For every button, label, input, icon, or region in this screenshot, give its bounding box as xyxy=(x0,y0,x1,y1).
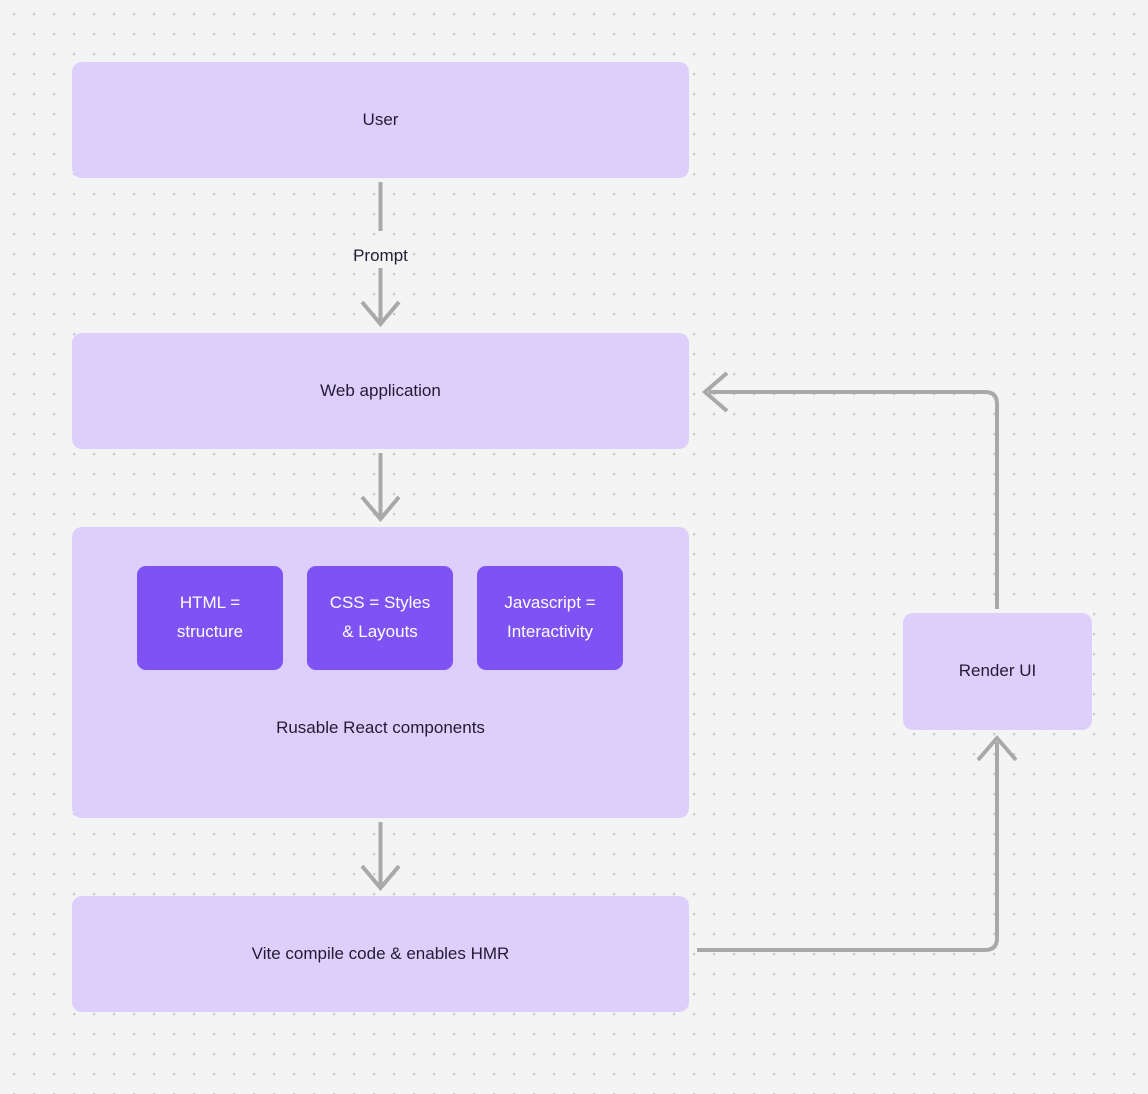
edge-webapp-to-components xyxy=(360,453,401,523)
chip-html-text: HTML = structure xyxy=(177,589,243,647)
node-web-application[interactable]: Web application xyxy=(72,333,689,449)
edge-label-prompt: Prompt xyxy=(353,246,408,265)
chip-javascript-line2: Interactivity xyxy=(507,622,593,641)
node-render-ui-label: Render UI xyxy=(958,661,1037,681)
chip-html-line2: structure xyxy=(176,622,244,641)
chip-row: HTML = structure CSS = Styles & Layouts … xyxy=(72,566,689,670)
chip-javascript[interactable]: Javascript = Interactivity xyxy=(477,566,623,670)
edge-user-to-webapp-lower xyxy=(360,268,401,328)
edge-vite-to-render xyxy=(697,734,1018,952)
node-user-label: User xyxy=(362,109,399,129)
chip-css-text: CSS = Styles & Layouts xyxy=(330,589,431,647)
edge-render-to-webapp xyxy=(701,371,999,609)
node-vite-label: Vite compile code & enables HMR xyxy=(251,943,510,963)
node-vite[interactable]: Vite compile code & enables HMR xyxy=(72,896,689,1012)
chip-javascript-text: Javascript = Interactivity xyxy=(504,589,595,647)
chip-css-line1: CSS = Styles xyxy=(329,593,431,613)
node-reusable-react-components-label: Rusable React components xyxy=(276,718,485,737)
chip-html-line1: HTML = xyxy=(179,593,241,613)
chip-javascript-line1: Javascript = xyxy=(504,593,596,613)
chip-css-line2: & Layouts xyxy=(342,622,418,641)
node-user[interactable]: User xyxy=(72,62,689,178)
node-reusable-react-components[interactable]: HTML = structure CSS = Styles & Layouts … xyxy=(72,527,689,818)
edge-components-to-vite xyxy=(360,822,401,892)
node-web-application-label: Web application xyxy=(320,380,441,400)
chip-html[interactable]: HTML = structure xyxy=(137,566,283,670)
chip-css[interactable]: CSS = Styles & Layouts xyxy=(307,566,453,670)
node-render-ui[interactable]: Render UI xyxy=(903,613,1092,730)
